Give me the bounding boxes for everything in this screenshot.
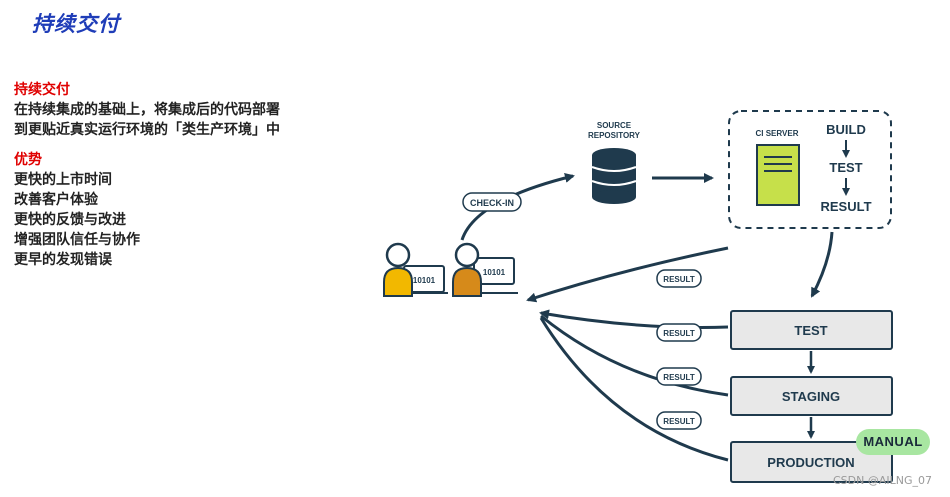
manual-badge: MANUAL (856, 429, 930, 455)
stage-staging-label: STAGING (782, 389, 840, 404)
laptop-code: 10101 (413, 276, 436, 285)
ci-result-label: RESULT (820, 199, 871, 214)
check-in-label: CHECK-IN (470, 198, 514, 208)
database-icon (591, 148, 637, 204)
stage-production-label: PRODUCTION (767, 455, 854, 470)
ci-server-label: CI SERVER (756, 129, 799, 138)
server-icon (756, 144, 800, 206)
intro-line: 到更贴近真实运行环境的「类生产环境」中 (14, 122, 280, 138)
stage-test (730, 310, 893, 350)
result-tag-label: RESULT (663, 417, 695, 426)
result-tag-label: RESULT (663, 329, 695, 338)
watermark: CSDN @AILNG_07 (832, 474, 932, 487)
developer-icon: 10101 (452, 242, 518, 297)
source-repo-label: REPOSITORY (588, 131, 641, 140)
ci-build-label: BUILD (826, 122, 866, 137)
text-block: 持续交付 在持续集成的基础上，将集成后的代码部署 到更贴近真实运行环境的「类生产… (14, 80, 374, 270)
intro-line: 在持续集成的基础上，将集成后的代码部署 (14, 102, 280, 118)
result-tag (656, 411, 702, 430)
laptop-code: 10101 (483, 268, 506, 277)
production-result-arrow (539, 317, 729, 462)
stage-production (730, 441, 893, 483)
developer-icon: 10101 (383, 242, 448, 297)
slide-title: 持续交付 (32, 12, 120, 36)
ci-result-arrow (526, 246, 729, 303)
result-tag (656, 367, 702, 386)
advantage-item: 增强团队信任与协作 (14, 232, 140, 248)
ci-server-box (728, 110, 892, 229)
stage-test-label: TEST (794, 323, 827, 338)
ci-test-label: TEST (829, 160, 862, 175)
staging-result-arrow (540, 314, 729, 397)
source-repo-label: SOURCE (597, 121, 632, 130)
result-tag (656, 323, 702, 342)
ci-to-test-arrow (810, 231, 834, 298)
advantage-item: 改善客户体验 (14, 192, 98, 208)
result-tag-label: RESULT (663, 275, 695, 284)
test-result-arrow (539, 309, 729, 329)
advantage-item: 更快的上市时间 (14, 172, 112, 188)
check-in-tag (462, 192, 522, 212)
advantage-item: 更快的反馈与改进 (14, 212, 126, 228)
stage-staging (730, 376, 893, 416)
intro-heading: 持续交付 (14, 82, 70, 98)
advantages-heading: 优势 (14, 152, 42, 168)
result-tag-label: RESULT (663, 373, 695, 382)
result-tag (656, 269, 702, 288)
advantage-item: 更早的发现错误 (14, 252, 112, 268)
